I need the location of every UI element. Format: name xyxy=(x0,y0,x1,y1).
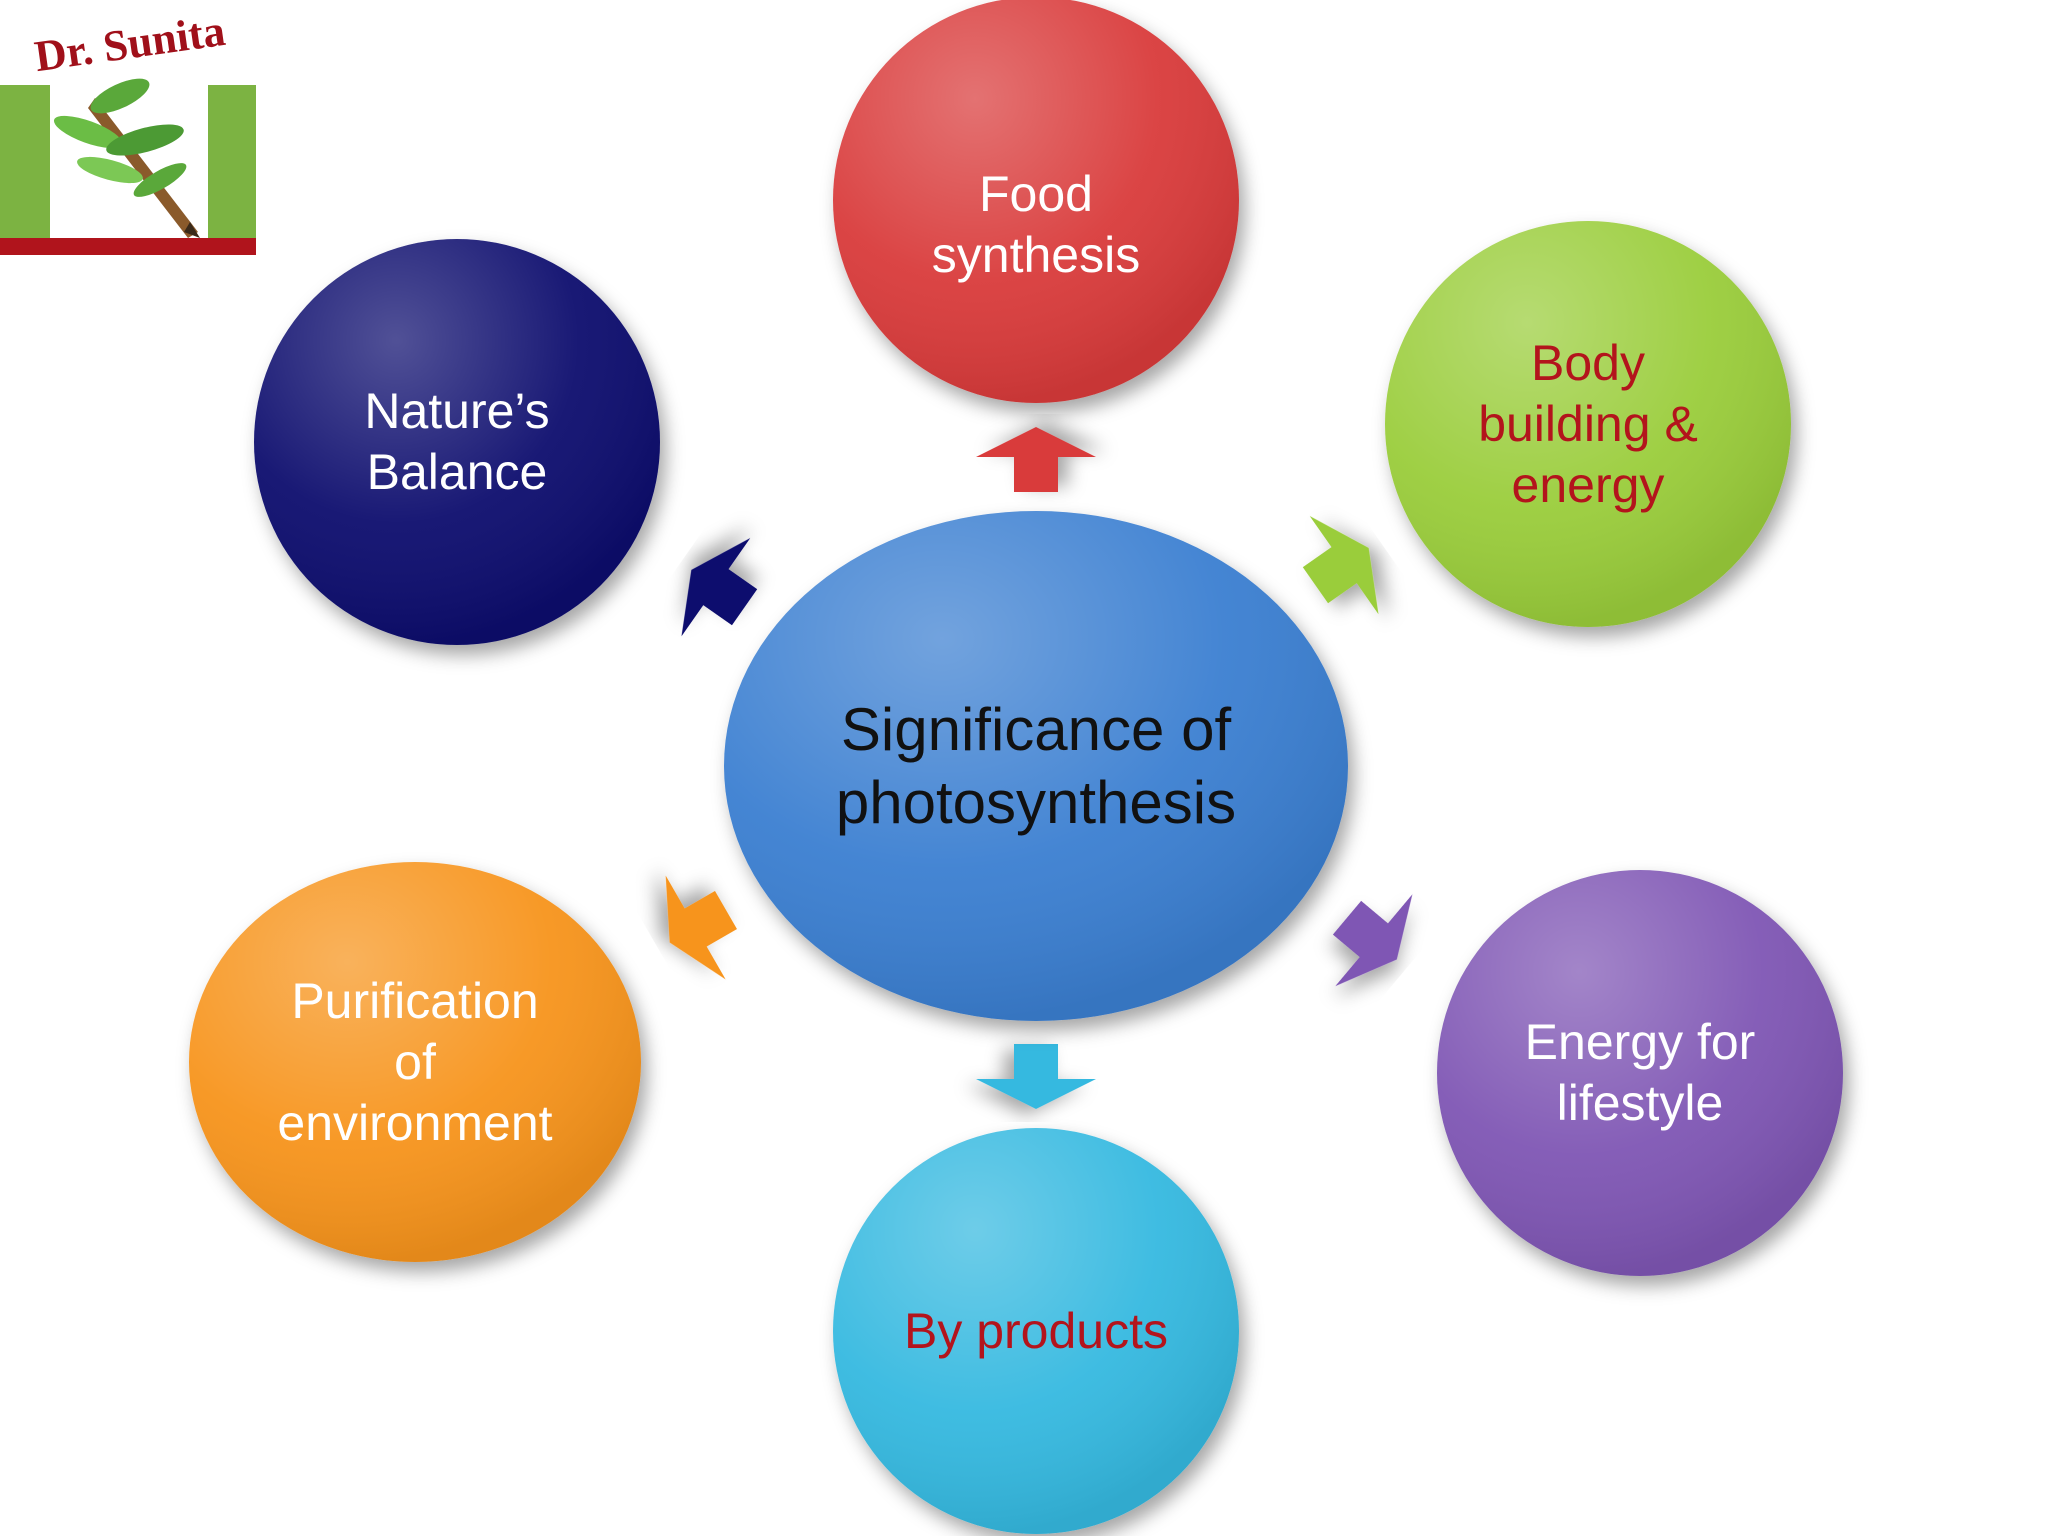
center-node xyxy=(724,511,1348,1021)
node-energy-lifestyle xyxy=(1437,870,1843,1276)
node-purification xyxy=(189,862,641,1262)
arrow-nature xyxy=(681,537,758,637)
arrow-body xyxy=(1302,515,1379,615)
center-label: Significance of photosynthesis xyxy=(835,695,1237,836)
arrows xyxy=(665,427,1413,1109)
node-food-synthesis xyxy=(833,0,1239,403)
arrow-byproducts xyxy=(976,1044,1096,1109)
node-body-label: Body building & energy xyxy=(1478,334,1698,513)
node-nature-label: Nature’s Balance xyxy=(364,383,550,500)
node-purification-label: Purification of environment xyxy=(277,972,553,1151)
node-energy-label: Energy for lifestyle xyxy=(1524,1014,1756,1131)
leaf-pencil-icon xyxy=(53,78,200,238)
node-natures-balance xyxy=(254,239,660,645)
logo: Dr. Sunita xyxy=(0,6,256,255)
logo-bar-left xyxy=(0,85,50,243)
logo-text: Dr. Sunita xyxy=(32,6,229,81)
node-byproducts-label: By products xyxy=(903,1302,1168,1359)
logo-bar-right xyxy=(208,85,256,243)
arrow-purification xyxy=(665,875,737,980)
arrow-energy xyxy=(1332,894,1413,987)
node-body-building xyxy=(1385,221,1791,627)
logo-bar-bottom xyxy=(0,238,256,255)
node-by-products xyxy=(833,1128,1239,1534)
arrow-food xyxy=(976,427,1096,492)
node-food-label: Food synthesis xyxy=(931,166,1141,283)
